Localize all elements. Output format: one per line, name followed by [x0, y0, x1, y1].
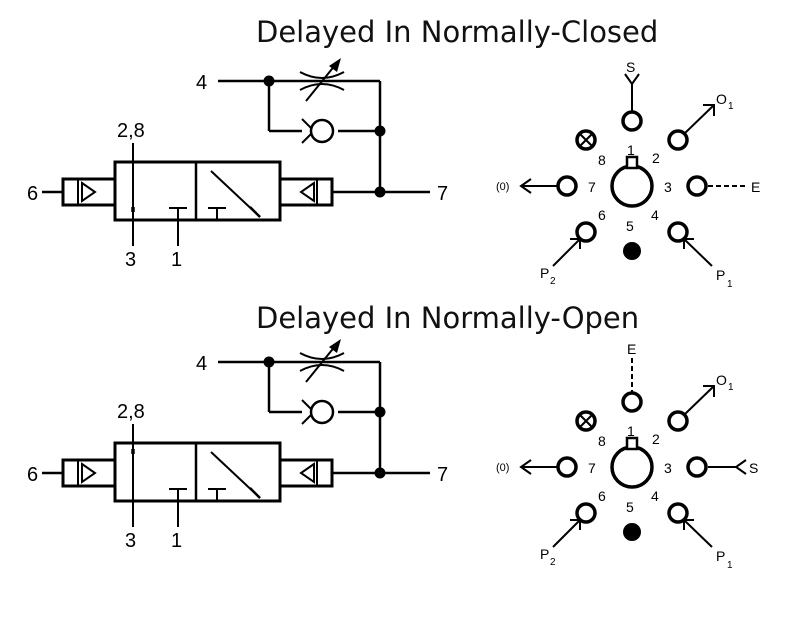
pilot-actuator-left: [61, 177, 117, 207]
port-label-4: 4: [196, 353, 207, 375]
pilot-actuator-right: [278, 458, 334, 488]
port-label-2-8: 2,8: [117, 120, 145, 142]
section-normally-closed: Delayed In Normally-Closed: [27, 15, 760, 290]
valve-schematic: 4 2,8 6 7 3 1: [27, 58, 448, 271]
variable-restrictor-icon: [299, 58, 345, 102]
port-label-7: 7: [437, 183, 448, 205]
port-dial: 1 2 3 4 5 6 7 8 E O 1 (0) S P 2 P 1: [496, 341, 758, 571]
port-circle-3: [686, 175, 708, 197]
check-valve-icon: [301, 118, 335, 144]
port-circle-4: [667, 221, 689, 243]
port-label-2-8: 2,8: [117, 401, 145, 423]
port-circle-5-plugged: [623, 242, 641, 260]
port-label-6: 6: [27, 183, 38, 205]
dial-number-6: 6: [598, 488, 606, 504]
dial-number-7: 7: [588, 179, 596, 195]
port-circle-2: [667, 129, 689, 151]
dial-number-2: 2: [652, 150, 660, 166]
dial-lower-left-subscript: 2: [550, 276, 556, 287]
dial-upper-right-label: O: [716, 372, 727, 388]
port-circle-1: [621, 391, 643, 413]
port-label-3: 3: [125, 530, 136, 552]
section-title: Delayed In Normally-Open: [256, 301, 639, 335]
dial-number-7: 7: [588, 460, 596, 476]
dial-number-4: 4: [651, 488, 659, 504]
dial-upper-right-subscript: 1: [728, 382, 734, 393]
dial-right-label: S: [749, 460, 758, 476]
port-circle-7: [556, 175, 578, 197]
dial-upper-right-subscript: 1: [728, 101, 734, 112]
dial-top-label: E: [627, 341, 636, 357]
dial-number-1: 1: [627, 142, 635, 158]
section-title: Delayed In Normally-Closed: [256, 15, 658, 49]
dial-lower-right-label: P: [716, 267, 725, 283]
dial-lower-right-subscript: 1: [727, 560, 733, 571]
dial-number-4: 4: [651, 207, 659, 223]
dial-number-5: 5: [626, 218, 634, 234]
dial-number-3: 3: [664, 179, 672, 195]
port-circle-4: [667, 502, 689, 524]
port-label-4: 4: [196, 72, 207, 94]
port-label-1: 1: [171, 530, 182, 552]
port-circle-1: [621, 110, 643, 132]
dial-number-3: 3: [664, 460, 672, 476]
section-normally-open: Delayed In Normally-Open: [27, 301, 758, 571]
pilot-actuator-left: [61, 458, 117, 488]
dial-number-5: 5: [626, 499, 634, 515]
dial-number-8: 8: [598, 433, 606, 449]
port-label-3: 3: [125, 249, 136, 271]
blocked-port-icon: [575, 129, 597, 151]
dial-number-2: 2: [652, 431, 660, 447]
dial-number-6: 6: [598, 207, 606, 223]
port-circle-7: [556, 456, 578, 478]
port-label-1: 1: [171, 249, 182, 271]
valve-schematic: 4 2,8 6 7 3 1: [27, 339, 448, 552]
dial-number-8: 8: [598, 152, 606, 168]
dial-lower-left-label: P: [540, 546, 549, 562]
check-valve-icon: [301, 399, 335, 425]
port-circle-6: [575, 502, 597, 524]
blocked-port-icon: [575, 410, 597, 432]
port-dial: 1 2 3 4 5 6 7 8 S O 1 (0) E P 2 P 1: [496, 59, 760, 290]
dial-lower-left-subscript: 2: [550, 557, 556, 568]
port-circle-2: [667, 410, 689, 432]
port-circle-6: [575, 221, 597, 243]
port-label-6: 6: [27, 464, 38, 486]
dial-top-label: S: [626, 59, 635, 75]
dial-number-1: 1: [627, 423, 635, 439]
dial-lower-right-label: P: [716, 548, 725, 564]
dial-left-label: (0): [496, 462, 509, 474]
dial-left-label: (0): [496, 181, 509, 193]
pilot-actuator-right: [278, 177, 334, 207]
variable-restrictor-icon: [299, 339, 345, 383]
port-circle-3: [686, 456, 708, 478]
dial-upper-right-label: O: [716, 91, 727, 107]
dial-lower-right-subscript: 1: [727, 279, 733, 290]
dial-right-label: E: [751, 179, 760, 195]
dial-lower-left-label: P: [540, 265, 549, 281]
port-circle-5-plugged: [623, 523, 641, 541]
port-label-7: 7: [437, 464, 448, 486]
